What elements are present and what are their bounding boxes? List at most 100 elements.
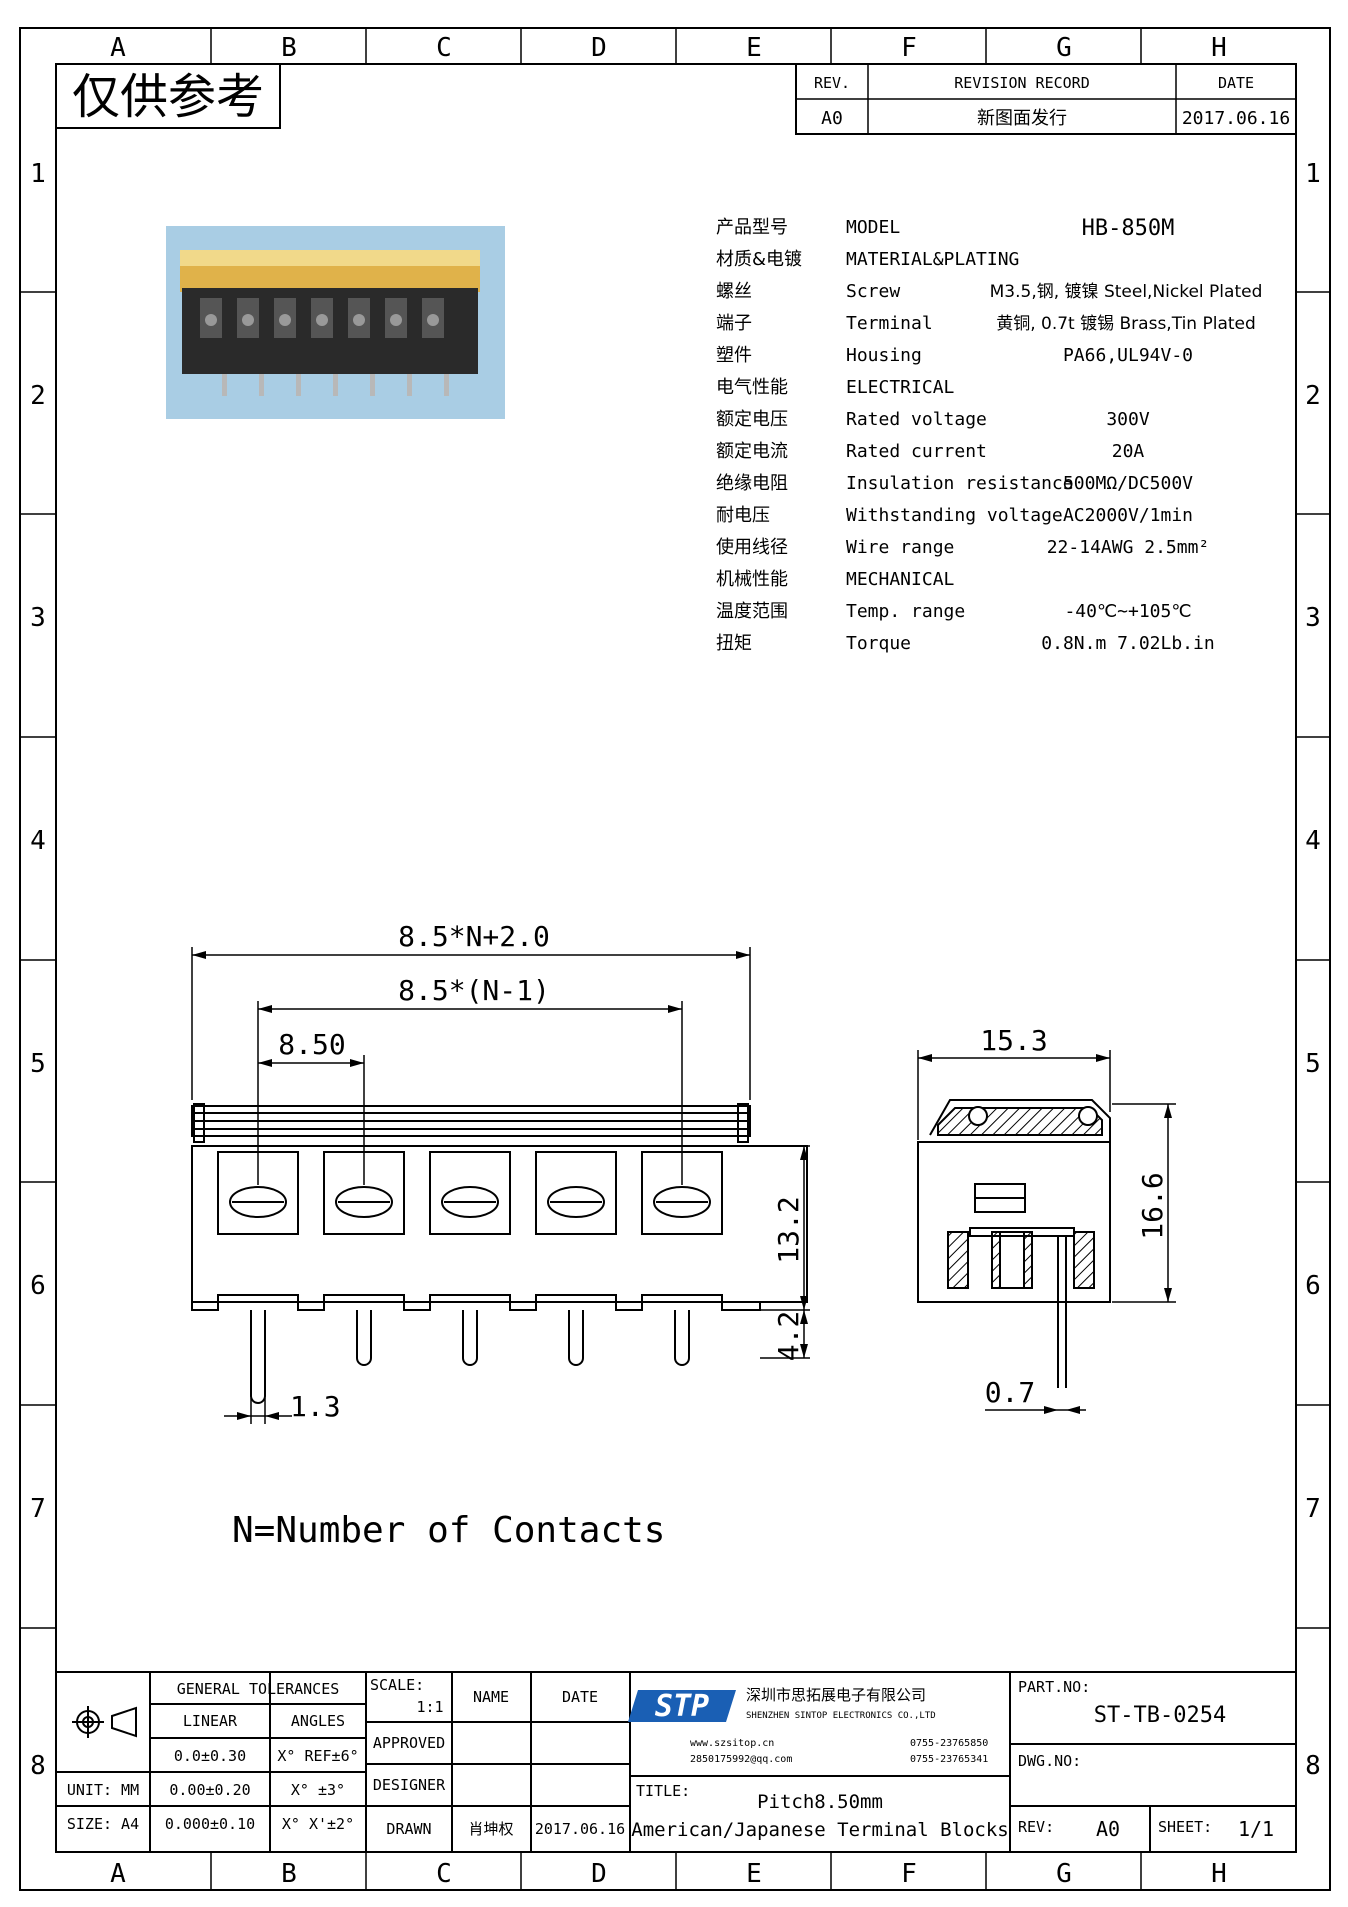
dim-overall-length: 8.5*N+2.0 xyxy=(398,920,550,953)
spec-en: MECHANICAL xyxy=(846,569,955,590)
spec-value: PA66,UL94V-0 xyxy=(1063,345,1193,366)
company-web: www.szsitop.cn xyxy=(690,1738,774,1749)
spec-value: 0.8N.m 7.02Lb.in xyxy=(1041,633,1214,654)
drawn-label: DRAWN xyxy=(386,1820,431,1838)
row-number: 2 xyxy=(30,381,46,411)
spec-en: Terminal xyxy=(846,313,933,334)
dim-pin-length: 4.2 xyxy=(772,1311,805,1362)
spec-cn: 端子 xyxy=(716,313,752,334)
col-letter: G xyxy=(1056,33,1072,63)
side-dimension-arrows xyxy=(918,1054,1172,1414)
company-fax: 0755-23765341 xyxy=(910,1754,988,1765)
title-line-1: Pitch8.50mm xyxy=(757,1791,883,1813)
spec-value: -40℃~+105℃ xyxy=(1064,601,1191,622)
row-number: 8 xyxy=(1305,1751,1321,1781)
spec-row: 电气性能 ELECTRICAL xyxy=(716,377,955,398)
col-letter: F xyxy=(901,1859,917,1889)
side-view xyxy=(917,1099,1111,1388)
spec-value: 500MΩ/DC500V xyxy=(1063,473,1193,494)
spec-value: M3.5,钢, 镀镍 Steel,Nickel Plated xyxy=(990,282,1263,302)
spec-en: Wire range xyxy=(846,537,954,558)
approved-label: APPROVED xyxy=(373,1734,445,1752)
spec-row: 材质&电镀 MATERIAL&PLATING xyxy=(716,249,1019,270)
revision-record-value: 新图面发行 xyxy=(977,108,1067,129)
contacts-note: N=Number of Contacts xyxy=(232,1510,665,1551)
col-letter: B xyxy=(281,33,297,63)
row-number: 5 xyxy=(1305,1049,1321,1079)
angle-tol-1: X° REF±6° xyxy=(277,1747,358,1765)
front-dimension-lines xyxy=(191,947,810,1424)
row-number: 5 xyxy=(30,1049,46,1079)
column-ticks xyxy=(210,28,1142,1890)
angles-label: ANGLES xyxy=(291,1712,345,1730)
dim-pin-thickness: 0.7 xyxy=(985,1376,1036,1409)
front-dimension-labels: 8.5*N+2.0 8.5*(N-1) 8.50 1.3 13.2 4.2 xyxy=(278,920,805,1423)
spec-row: 扭矩 Torque 0.8N.m 7.02Lb.in xyxy=(716,633,1215,654)
col-letter: C xyxy=(436,33,452,63)
spec-row: 耐电压 Withstanding voltage AC2000V/1min xyxy=(716,505,1193,526)
part-no-label: PART.NO: xyxy=(1018,1678,1090,1696)
title-label: TITLE: xyxy=(636,1782,690,1800)
angle-tol-3: X° X'±2° xyxy=(282,1815,354,1833)
dim-side-height: 16.6 xyxy=(1136,1172,1169,1239)
side-dimension-labels: 15.3 16.6 0.7 xyxy=(980,1024,1169,1409)
general-tolerances-label: GENERAL TOLERANCES xyxy=(177,1680,340,1698)
spec-cn: 塑件 xyxy=(716,345,752,366)
dwg-no-label: DWG.NO: xyxy=(1018,1752,1081,1770)
spec-cn: 螺丝 xyxy=(716,281,752,302)
date-header: DATE xyxy=(562,1688,598,1706)
spec-en: Rated voltage xyxy=(846,409,987,430)
row-number: 7 xyxy=(30,1494,46,1524)
size-label: SIZE: A4 xyxy=(67,1815,139,1833)
spec-row: 螺丝 Screw M3.5,钢, 镀镍 Steel,Nickel Plated xyxy=(716,281,1262,302)
rev-value: A0 xyxy=(821,108,843,129)
screw-icons xyxy=(229,1186,711,1218)
col-letter: E xyxy=(746,1859,762,1889)
logo-text: STP xyxy=(655,1689,709,1724)
row-number: 3 xyxy=(1305,603,1321,633)
title-block-text: GENERAL TOLERANCES LINEAR ANGLES 0.0±0.3… xyxy=(67,1676,1274,1841)
dim-pin-width: 1.3 xyxy=(290,1390,341,1423)
row-number: 7 xyxy=(1305,1494,1321,1524)
row-number: 6 xyxy=(1305,1271,1321,1301)
col-letter: D xyxy=(591,1859,607,1889)
angle-tol-2: X° ±3° xyxy=(291,1781,345,1799)
product-photo xyxy=(166,226,505,419)
col-letter: C xyxy=(436,1859,452,1889)
spec-en: MATERIAL&PLATING xyxy=(846,249,1019,270)
spec-cn: 机械性能 xyxy=(716,569,788,590)
spec-cn: 耐电压 xyxy=(716,505,770,526)
dim-side-width: 15.3 xyxy=(980,1024,1047,1057)
row-number: 2 xyxy=(1305,381,1321,411)
spec-en: ELECTRICAL xyxy=(846,377,955,398)
company-name-en: SHENZHEN SINTOP ELECTRONICS CO.,LTD xyxy=(746,1711,936,1721)
spec-cn: 材质&电镀 xyxy=(716,249,802,270)
sheet-value: 1/1 xyxy=(1238,1817,1274,1841)
row-ticks xyxy=(20,291,1330,1629)
spec-en: Housing xyxy=(846,345,922,366)
spec-en: Rated current xyxy=(846,441,987,462)
scale-label: SCALE: xyxy=(370,1676,424,1694)
spec-cn: 绝缘电阻 xyxy=(716,473,788,494)
col-letter: G xyxy=(1056,1859,1072,1889)
row-number: 4 xyxy=(1305,826,1321,856)
spec-cn: 产品型号 xyxy=(716,217,788,238)
drawn-date: 2017.06.16 xyxy=(535,1820,625,1838)
spec-value: 300V xyxy=(1106,409,1150,430)
col-letter: D xyxy=(591,33,607,63)
row-number: 6 xyxy=(30,1271,46,1301)
dim-span: 8.5*(N-1) xyxy=(398,974,550,1007)
reference-stamp: 仅供参考 xyxy=(72,69,264,125)
projection-symbol-icon xyxy=(72,1706,137,1738)
col-letter: A xyxy=(110,33,126,63)
row-number: 3 xyxy=(30,603,46,633)
company-name-cn: 深圳市思拓展电子有限公司 xyxy=(746,1686,926,1704)
front-view xyxy=(191,1103,808,1404)
part-no-value: ST-TB-0254 xyxy=(1094,1703,1226,1728)
linear-tol-2: 0.00±0.20 xyxy=(169,1781,250,1799)
front-dimension-arrows xyxy=(192,951,808,1420)
rev-label: REV: xyxy=(1018,1818,1054,1836)
outer-border xyxy=(19,27,1331,1891)
sheet-label: SHEET: xyxy=(1158,1818,1212,1836)
spec-en: Withstanding voltage xyxy=(846,505,1063,526)
